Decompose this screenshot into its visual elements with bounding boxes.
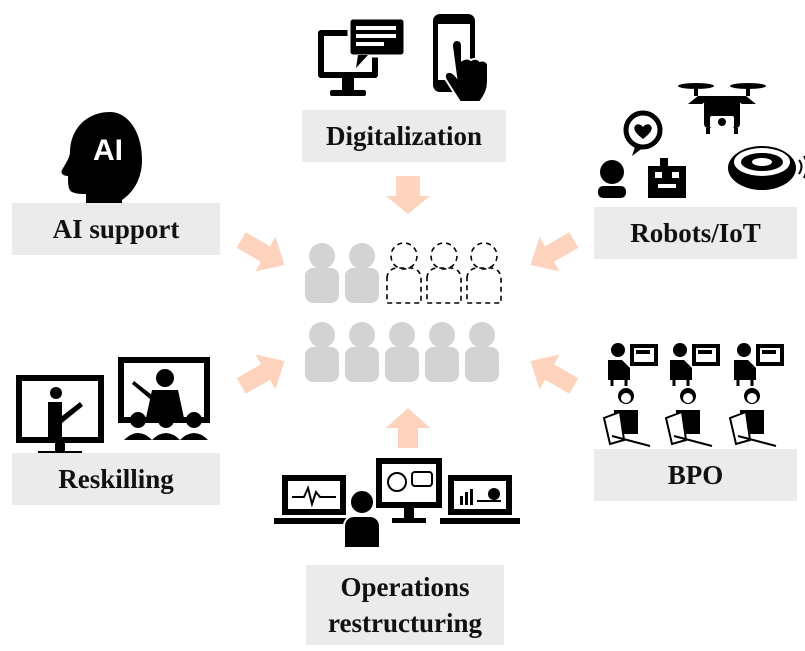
person-robot-icon xyxy=(598,158,686,198)
arrow-up-from-operations xyxy=(386,408,430,448)
drone-icon xyxy=(678,83,766,134)
teacher-board-icon xyxy=(16,375,104,457)
robot-vacuum-icon xyxy=(728,146,805,190)
worker-clipboard-icon xyxy=(602,388,651,447)
presentation-audience-icon xyxy=(118,357,210,440)
label-bpo: BPO xyxy=(594,449,797,501)
smartphone-touch-icon xyxy=(433,14,489,103)
operator-desk-icon xyxy=(608,343,658,386)
svg-text:AI: AI xyxy=(93,134,123,167)
person-icon xyxy=(305,322,339,382)
arrow-from-ai-support xyxy=(236,232,285,272)
person-icon xyxy=(465,322,499,382)
ai-head-icon: AI xyxy=(61,112,142,214)
operator-desk-icon xyxy=(734,343,784,386)
person-icon xyxy=(343,489,381,549)
workforce-group xyxy=(305,243,499,382)
label-reskilling: Reskilling xyxy=(12,453,220,505)
person-icon xyxy=(425,322,459,382)
monitor-chat-icon xyxy=(318,16,407,96)
label-ai-support: AI support xyxy=(12,203,220,255)
dashed-person-icon xyxy=(426,242,462,304)
label-operations-restructuring: Operations restructuring xyxy=(306,565,504,645)
laptop-chart-icon xyxy=(440,475,520,524)
label-digitalization: Digitalization xyxy=(302,110,506,162)
label-operations-line2: restructuring xyxy=(328,608,482,638)
label-operations-line1: Operations xyxy=(340,571,470,602)
worker-clipboard-icon xyxy=(664,388,713,447)
arrow-from-bpo xyxy=(530,354,579,394)
replaced-workers xyxy=(386,242,502,304)
person-icon xyxy=(345,322,379,382)
person-icon xyxy=(385,322,419,382)
chat-bubble-heart-icon xyxy=(623,110,663,156)
label-robots-iot: Robots/IoT xyxy=(594,207,797,259)
dashed-person-icon xyxy=(386,242,422,304)
arrow-down-from-digitalization xyxy=(386,176,430,214)
worker-clipboard-icon xyxy=(728,388,777,447)
person-icon xyxy=(345,243,379,303)
video-chat-monitor-icon xyxy=(376,458,442,523)
dashed-person-icon xyxy=(466,242,502,304)
arrow-from-robots-iot xyxy=(530,232,579,272)
arrow-from-reskilling xyxy=(236,354,285,394)
operator-desk-icon xyxy=(670,343,720,386)
laptop-pulse-icon xyxy=(274,475,354,524)
person-icon xyxy=(305,243,339,303)
